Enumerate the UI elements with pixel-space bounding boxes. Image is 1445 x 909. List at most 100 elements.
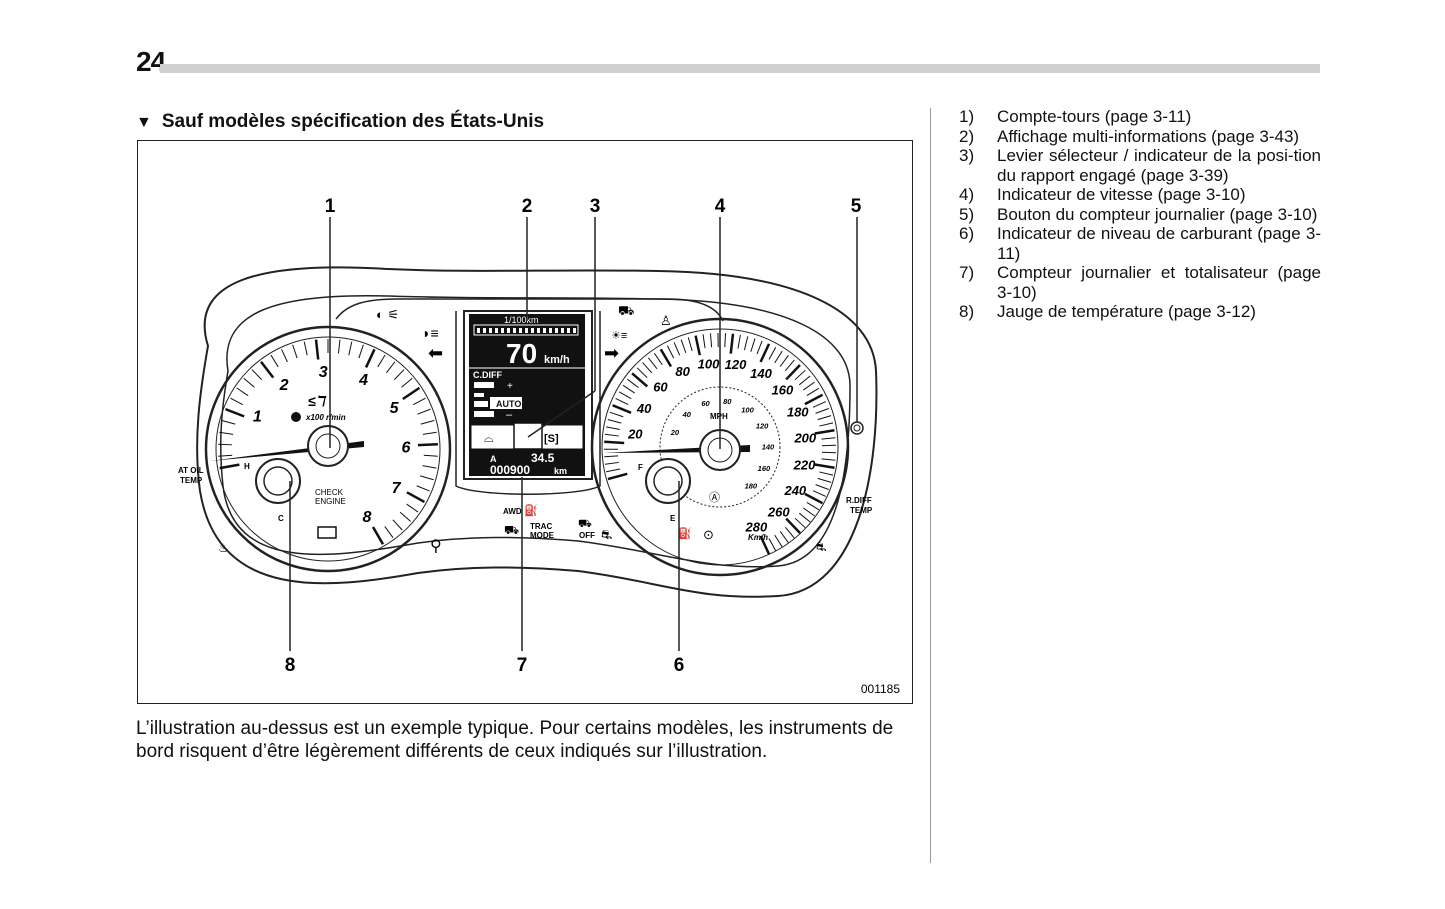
gauge-tick [270, 354, 279, 368]
gauge-scale-label: 200 [793, 431, 816, 446]
consumption-tick [501, 328, 504, 333]
gauge-tick [694, 335, 702, 356]
trip-marker: A [490, 454, 497, 464]
gauge-scale-label: 160 [772, 382, 794, 397]
gauge-tick [399, 511, 412, 522]
legend-item: 8)Jauge de température (page 3-12) [959, 302, 1321, 322]
temperature-gauge [255, 458, 301, 504]
gauge-tick [371, 526, 385, 545]
legend-number: 3) [959, 146, 975, 165]
cdiff-bar-2 [474, 393, 484, 397]
temperature-c-label: C [278, 514, 284, 523]
consumption-label: 1/100km [504, 315, 539, 325]
gauge-tick [230, 397, 244, 406]
trip-value: 34.5 [531, 451, 555, 465]
abs-icon: Ⓐ [709, 491, 720, 504]
rdiff-temp-line2: TEMP [850, 506, 873, 515]
fog-light-icon: ◐ ⚟ [376, 307, 399, 322]
gauge-scale-label: 240 [783, 483, 806, 498]
gauge-tick [802, 381, 815, 391]
gauge-tick [218, 454, 233, 457]
gauge-tick [804, 492, 824, 505]
gauge-tick [817, 477, 832, 483]
gauge-tick [774, 534, 783, 548]
consumption-tick [489, 328, 492, 333]
gauge-tick [604, 433, 619, 437]
gauge-tick [607, 472, 628, 481]
gauge-tick [260, 360, 275, 379]
consumption-tick [573, 328, 576, 333]
gauge-scale-label: 140 [750, 366, 772, 381]
gauge-tick [750, 338, 756, 352]
gauge-tick [784, 526, 795, 539]
consumption-tick [537, 328, 540, 333]
gauge-tick [417, 408, 431, 415]
gauge-tick [785, 364, 801, 381]
gauge-scale-label: 80 [675, 364, 690, 379]
legend-text: Indicateur de niveau de carburant (page … [997, 224, 1321, 263]
tachometer-dot [291, 412, 301, 422]
gauge-tick [394, 369, 405, 380]
gauge-tick [606, 468, 621, 473]
consumption-tick [567, 328, 570, 333]
cdiff-minus: – [506, 409, 513, 421]
gauge-scale-label: 40 [682, 410, 692, 419]
gauge-tick [819, 422, 834, 427]
gauge-tick [806, 387, 820, 397]
gauge-scale-label: 180 [787, 405, 809, 420]
rdiff-temp-line1: R.DIFF [846, 496, 872, 505]
gauge-tick [417, 442, 438, 447]
brake-icon: ⊙ [703, 527, 714, 542]
gauge-tick [743, 336, 749, 351]
top-visor [335, 298, 724, 322]
legend-number: 6) [959, 224, 975, 243]
gauge-tick [384, 526, 394, 539]
gauge-scale-label: 220 [793, 458, 816, 473]
legend-item: 3)Levier sélecteur / indicateur de la po… [959, 146, 1321, 185]
gauge-tick [615, 397, 629, 405]
gauge-tick [612, 404, 632, 414]
section-heading: ▼Sauf modèles spécification des États-Un… [136, 111, 544, 133]
gauge-tick [768, 538, 777, 551]
consumption-tick [561, 328, 564, 333]
legend-text: Affichage multi-informations (page 3-43) [997, 126, 1300, 146]
legend-item: 6) Indicateur de niveau de carburant (pag… [959, 224, 1321, 263]
gauge-tick [377, 354, 386, 368]
gauge-tick [798, 512, 811, 523]
callout-8: 8 [285, 655, 296, 676]
gauge-tick [779, 531, 789, 543]
gauge-scale-label: 140 [762, 443, 775, 452]
gauge-tick [251, 369, 262, 380]
page-number: 24 [136, 46, 166, 77]
gauge-tick [609, 411, 624, 418]
tachometer-hub [307, 425, 349, 467]
gauge-tick [219, 463, 240, 470]
legend-text: Bouton du compteur journalier (page 3-10… [997, 204, 1318, 224]
legend-text: Jauge de température (page 3-12) [997, 302, 1256, 321]
gauge-tick [673, 342, 681, 356]
gauge-scale-label: 2 [279, 377, 289, 394]
gauge-tick [225, 407, 245, 418]
gauge-tick [314, 339, 320, 360]
gauge-tick [817, 415, 832, 421]
legend-text: Compteur journalier et totalisateur (pag… [997, 263, 1321, 302]
vdc-icon: ⛟ [578, 518, 592, 530]
gauge-tick [680, 339, 687, 354]
gauge-tick [784, 359, 795, 372]
gauge-tick [806, 501, 820, 511]
trip-reset-knob-inner [853, 424, 861, 432]
gauge-tick [337, 339, 341, 354]
gauge-tick [756, 340, 763, 355]
consumption-tick [519, 328, 522, 333]
fuel-e-label: E [670, 514, 676, 523]
consumption-tick [555, 328, 558, 333]
airbag-icon: ♙ [660, 313, 672, 328]
low-fuel-car-icon: ⛐ [816, 540, 826, 554]
cdiff-plus: + [507, 381, 513, 392]
kmh-label: Km/h [748, 533, 768, 542]
gauge-tick [654, 353, 663, 366]
gauge-tick [636, 367, 648, 378]
temperature-gauge-inner [263, 466, 293, 496]
